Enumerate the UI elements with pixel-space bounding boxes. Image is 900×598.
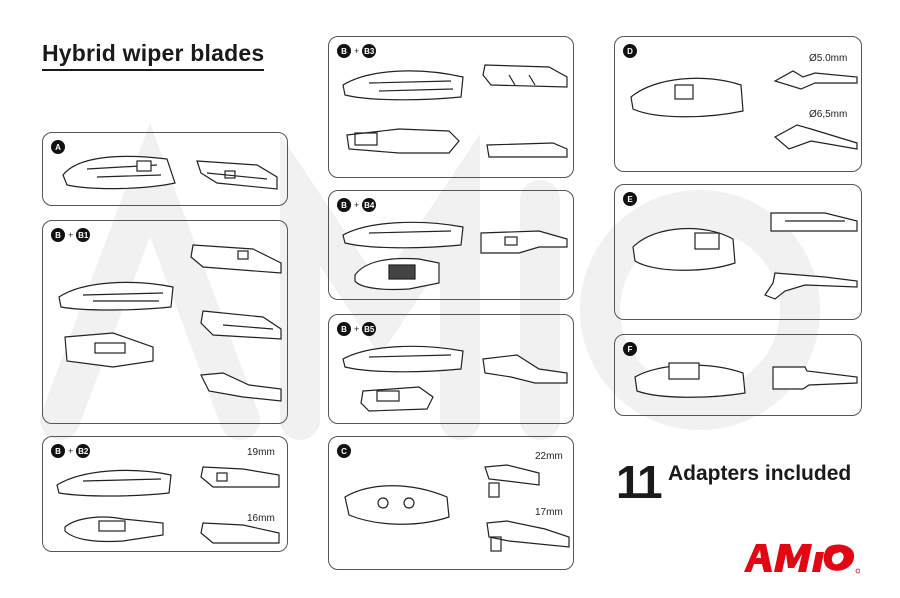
size-label-6-5mm: Ø6,5mm: [809, 109, 848, 120]
panel-b3: B + B3: [328, 36, 574, 178]
panel-b3-badges: B + B3: [337, 44, 377, 58]
badge-b4: B4: [362, 198, 377, 212]
size-label-19mm: 19mm: [247, 447, 275, 458]
panel-c-badges: C: [337, 444, 351, 458]
badge-b: B: [51, 228, 65, 242]
panel-b2: B + B2 19mm 16mm: [42, 436, 288, 552]
plus-sign: +: [354, 46, 360, 56]
panel-b5-badges: B + B5: [337, 322, 377, 336]
panel-b1: B + B1: [42, 220, 288, 424]
panel-a: A: [42, 132, 288, 206]
panel-e-badges: E: [623, 192, 637, 206]
badge-b3: B3: [362, 44, 377, 58]
adapter-b4-illustration: [342, 221, 568, 291]
page-title: Hybrid wiper blades: [42, 40, 265, 71]
plus-sign: +: [68, 446, 74, 456]
panel-b1-badges: B + B1: [51, 228, 91, 242]
size-label-16mm: 16mm: [247, 513, 275, 524]
adapters-count: 11: [616, 456, 663, 508]
adapter-f-illustration: [634, 362, 858, 398]
panel-f: F: [614, 334, 862, 416]
adapter-a-illustration: [62, 155, 278, 190]
panel-e: E: [614, 184, 862, 320]
panel-d-badges: D: [623, 44, 637, 58]
adapter-e-illustration: [632, 212, 858, 300]
plus-sign: +: [68, 230, 74, 240]
badge-f: F: [623, 342, 637, 356]
panel-d: D Ø5.0mm Ø6,5mm: [614, 36, 862, 172]
panel-c: C 22mm 17mm: [328, 436, 574, 570]
badge-b2: B2: [76, 444, 91, 458]
adapter-b5-illustration: [342, 345, 568, 412]
badge-b: B: [51, 444, 65, 458]
panel-b2-badges: B + B2: [51, 444, 91, 458]
badge-a: A: [51, 140, 65, 154]
badge-b1: B1: [76, 228, 91, 242]
plus-sign: +: [354, 200, 360, 210]
badge-b5: B5: [362, 322, 377, 336]
adapter-d-illustration: [630, 70, 858, 150]
size-label-22mm: 22mm: [535, 451, 563, 462]
plus-sign: +: [354, 324, 360, 334]
panel-b4-badges: B + B4: [337, 198, 377, 212]
badge-b: B: [337, 322, 351, 336]
badge-b: B: [337, 198, 351, 212]
panel-b5: B + B5: [328, 314, 574, 424]
badge-b: B: [337, 44, 351, 58]
panel-b4: B + B4: [328, 190, 574, 300]
adapter-b3-illustration: [342, 64, 568, 158]
panel-a-badges: A: [51, 140, 65, 154]
panel-f-badges: F: [623, 342, 637, 356]
size-label-5mm: Ø5.0mm: [809, 53, 848, 64]
badge-c: C: [337, 444, 351, 458]
adapter-b2-illustration: [56, 466, 280, 544]
amio-logo: [744, 544, 860, 574]
adapters-text: Adapters included: [668, 462, 852, 485]
adapter-c-illustration: [344, 464, 570, 552]
size-label-17mm: 17mm: [535, 507, 563, 518]
badge-e: E: [623, 192, 637, 206]
adapter-b1-illustration: [58, 244, 282, 402]
badge-d: D: [623, 44, 637, 58]
